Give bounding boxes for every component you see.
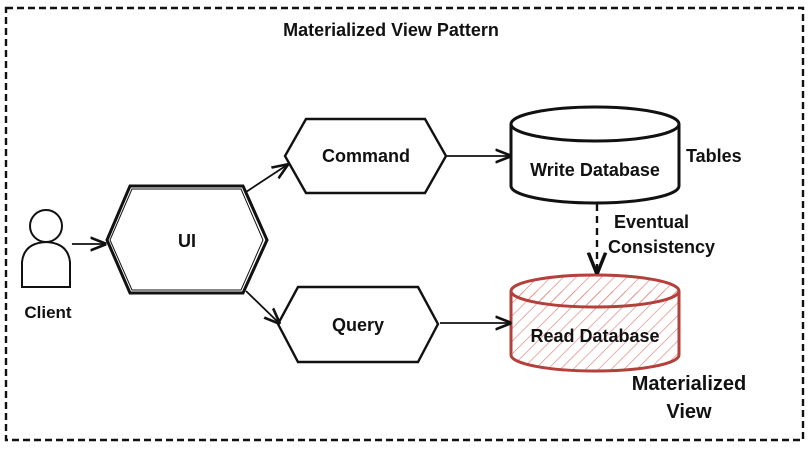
- client-actor: Client: [21, 209, 72, 322]
- edge-ui-to-command: [245, 165, 287, 193]
- query-node: Query: [276, 285, 440, 364]
- query-label: Query: [332, 315, 384, 335]
- command-label: Command: [322, 146, 410, 166]
- person-icon: [21, 209, 71, 288]
- write-database-label: Write Database: [530, 160, 660, 180]
- write-database: Write Database: [509, 105, 681, 205]
- ui-node: UI: [105, 184, 269, 295]
- consistency-label: Consistency: [608, 237, 715, 257]
- materialized-view-label-line1: Materialized: [632, 373, 746, 395]
- pattern-boundary: [4, 6, 805, 442]
- materialized-view-label-line2: View: [666, 401, 712, 423]
- eventual-label: Eventual: [614, 212, 689, 232]
- command-node: Command: [283, 117, 448, 195]
- ui-label: UI: [178, 231, 196, 251]
- edge-ui-to-query: [245, 290, 279, 323]
- client-label: Client: [24, 303, 72, 322]
- read-database-label: Read Database: [530, 326, 659, 346]
- diagram-title: Materialized View Pattern: [283, 20, 499, 40]
- tables-label: Tables: [686, 146, 742, 166]
- read-database: Read Database: [509, 273, 681, 373]
